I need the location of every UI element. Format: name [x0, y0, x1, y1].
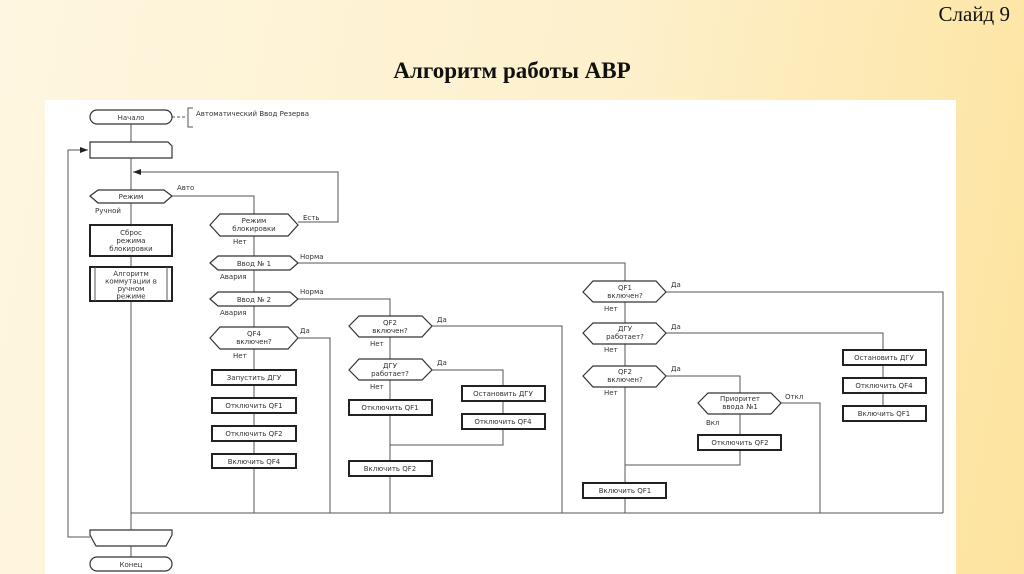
qf2-decision-2 [582, 365, 667, 388]
off-qf2-label: Отключить QF2 [225, 430, 282, 438]
net-label: Нет [370, 383, 384, 391]
loop-end [89, 529, 173, 547]
avaria-label: Авария [220, 309, 246, 317]
dgu-decision [348, 358, 433, 381]
net-label: Нет [233, 238, 247, 246]
auto-label: Авто [177, 184, 194, 192]
net-label: Нет [604, 305, 618, 313]
diagram-panel [45, 100, 956, 574]
est-label: Есть [303, 214, 319, 222]
input2-decision [209, 291, 299, 307]
loop-start [89, 141, 173, 159]
stop-dgu-label: Остановить ДГУ [473, 390, 533, 398]
end-label: Конец [120, 561, 143, 569]
start-label: Начало [118, 114, 145, 122]
slide-title: Алгоритм работы АВР [393, 58, 631, 83]
da-label: Да [437, 359, 447, 367]
mode-label: Режим [119, 193, 144, 201]
net-label: Нет [604, 346, 618, 354]
on-qf1-label: Включить QF1 [599, 487, 652, 495]
da-label: Да [300, 327, 310, 335]
net-label: Нет [370, 340, 384, 348]
net-label: Нет [233, 352, 247, 360]
input1-decision [209, 255, 299, 271]
end-terminator [89, 556, 173, 572]
off-qf1-label: Отключить QF1 [225, 402, 282, 410]
qf1-decision [582, 280, 667, 303]
col3-processes: Отключить QF2 Включить QF1 Остановить ДГ… [582, 349, 927, 499]
block-mode-decision [209, 213, 299, 237]
da-label: Да [671, 281, 681, 289]
input1-label: Ввод № 1 [237, 260, 271, 268]
on-qf2-label: Включить QF2 [364, 465, 417, 473]
dgu-decision-2 [582, 322, 667, 345]
net-label: Нет [604, 389, 618, 397]
connectors [67, 107, 944, 557]
vkl-label: Вкл [706, 419, 720, 427]
norma-label: Норма [300, 253, 324, 261]
reset-block-process [89, 224, 173, 257]
manual-label: Ручной [95, 207, 121, 215]
off-qf4-label: Отключить QF4 [855, 382, 913, 390]
input2-label: Ввод № 2 [237, 296, 271, 304]
otkl-label: Откл [785, 393, 803, 401]
qf2-decision [348, 315, 433, 338]
mode-decision [89, 189, 173, 204]
stop-dgu-label: Остановить ДГУ [854, 354, 914, 362]
da-label: Да [671, 365, 681, 373]
manual-algorithm-subroutine [89, 266, 173, 302]
col2-processes: Отключить QF1 Остановить ДГУ Отключить Q… [348, 385, 546, 477]
col1-processes: Запустить ДГУ Отключить QF1 Отключить QF… [211, 369, 297, 469]
da-label: Да [437, 316, 447, 324]
off-qf4-label: Отключить QF4 [474, 418, 532, 426]
start-dgu-label: Запустить ДГУ [227, 374, 282, 382]
off-qf2-label: Отключить QF2 [711, 439, 768, 447]
start-terminator [89, 109, 173, 125]
norma-label: Норма [300, 288, 324, 296]
priority-decision [697, 392, 782, 415]
avaria-label: Авария [220, 273, 246, 281]
da-label: Да [671, 323, 681, 331]
slide-number: Слайд 9 [938, 2, 1010, 26]
off-qf1-label: Отключить QF1 [361, 404, 418, 412]
on-qf4-label: Включить QF4 [228, 458, 281, 466]
qf4-decision [209, 326, 299, 350]
annotation: Автоматический Ввод Резерва [196, 110, 309, 118]
on-qf1-label: Включить QF1 [858, 410, 911, 418]
